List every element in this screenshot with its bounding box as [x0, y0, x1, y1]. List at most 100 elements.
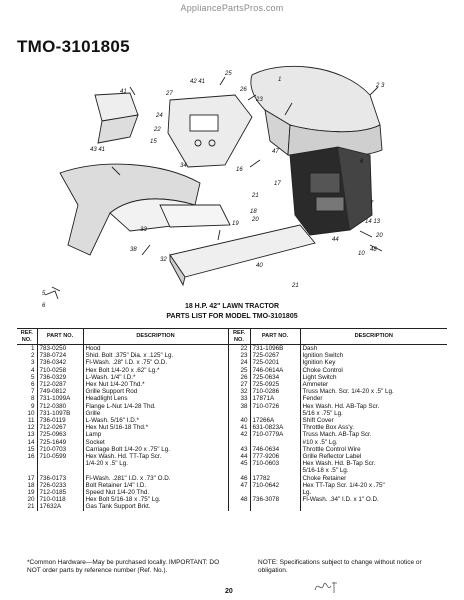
ref-no-cell: 47 [227, 481, 250, 490]
ref-no-cell: 14 [27, 438, 35, 446]
parts-list-title: PARTS LIST FOR MODEL TMO-3101805 [166, 313, 298, 320]
part-no-cell: 710-0599 [36, 453, 83, 461]
part-no-cell: 710-0726 [249, 402, 300, 410]
part-no-cell: 631-0823A [249, 424, 300, 432]
callout-48: 48 [370, 247, 377, 253]
callout-16: 16 [236, 167, 243, 173]
callout-6-b: 6 [42, 303, 46, 309]
callout-21-b: 21 [291, 283, 299, 289]
ref-no-cell: 23 [227, 352, 250, 360]
part-no-cell: 712-0185 [36, 489, 83, 497]
watermark: AppliancePartsPros.com [180, 3, 284, 13]
ref-no-cell: 6 [30, 381, 35, 389]
part-no-cell: 710-0258 [36, 366, 83, 374]
part-no-cell: 17632A [36, 503, 83, 511]
description-cell: Shift Cover [299, 417, 447, 425]
part-no-cell [249, 489, 300, 497]
part-no-cell [249, 438, 300, 446]
part-no-cell: 749-0812 [36, 388, 83, 396]
ref-no-cell: 22 [227, 344, 250, 353]
ref-no-cell: 9 [30, 402, 35, 410]
ref-no-cell: 43 [227, 445, 250, 454]
description-cell: Throttle Control Wire [299, 445, 447, 454]
common-hardware-note: *Common Hardware—May be purchased locall… [27, 559, 220, 574]
description-cell: Bolt Retainer 1/4" I.D. [82, 481, 228, 490]
part-no-cell: 725-1649 [36, 438, 83, 446]
callout-25: 25 [224, 71, 232, 77]
description-cell: Dash [299, 344, 447, 353]
part-no-cell [36, 467, 83, 475]
part-no-cell: 712-0380 [36, 402, 83, 410]
part-no-cell: 726-0233 [36, 481, 83, 490]
description-cell: Socket [82, 438, 228, 446]
callout-2-3: 2 3 [375, 83, 385, 89]
callout-22: 22 [153, 127, 161, 133]
ref-no-cell [227, 438, 250, 446]
callout-44: 44 [332, 237, 339, 243]
tractor-title: 18 H.P. 42" LAWN TRACTOR [184, 303, 280, 310]
ref-no-cell: 10 [27, 409, 35, 417]
callout-42-41: 42 41 [190, 79, 205, 85]
ref-no-cell: 38 [227, 402, 250, 410]
description-cell: Lg. [299, 489, 447, 497]
part-no-cell: 17782 [249, 474, 300, 482]
part-no-cell: 736-0329 [36, 373, 83, 382]
callout-1: 1 [278, 77, 281, 83]
callout-6: 6 [360, 159, 364, 165]
callout-33: 33 [140, 227, 147, 233]
callout-47: 47 [272, 149, 279, 155]
ref-no-cell: 44 [227, 453, 250, 461]
part-no-cell [249, 409, 300, 418]
part-no-cell [36, 460, 83, 468]
description-cell: Flange L-Nut 1/4-28 Thd. [82, 402, 228, 410]
part-no-cell: 746-0634 [249, 445, 300, 454]
part-no-cell: 725-0634 [249, 373, 300, 382]
ref-no-cell: 3 [30, 359, 35, 367]
callout-32: 32 [160, 257, 167, 263]
ref-no-cell [227, 489, 250, 497]
description-cell: Lamp [82, 431, 228, 439]
description-cell: Hex Wash. Hd. AB-Tap Scr. [299, 402, 447, 410]
part-no-cell: 725-0963 [36, 431, 83, 439]
description-cell: #10 x .5" Lg. [299, 438, 447, 446]
ref-no-cell: 21 [27, 503, 35, 511]
description-cell: Speed Nut 1/4-20 Thd. [82, 489, 228, 497]
description-cell: Ammeter [299, 381, 447, 389]
ref-no-cell [227, 467, 250, 475]
description-cell: Truss Mach. Scr. 1/4-20 x .5" Lg. [299, 388, 447, 396]
description-cell: Hex Wash. Hd. B-Tap Scr. [299, 460, 447, 468]
description-cell: Headlight Lens [82, 395, 228, 403]
description-cell: Grille Reflector Label [299, 453, 447, 461]
ref-no-cell: 24 [227, 359, 250, 367]
ref-no-cell: 13 [27, 431, 35, 439]
callout-19: 19 [232, 221, 239, 227]
part-no-cell: 731-1097B [36, 409, 83, 418]
callout-10: 10 [358, 251, 365, 257]
callout-43-41: 43 41 [90, 147, 105, 153]
ref-no-cell: 42 [227, 431, 250, 439]
ref-no-cell: 40 [227, 417, 250, 425]
part-no-cell: 736-0342 [36, 359, 83, 367]
part-no-cell: 710-0642 [249, 481, 300, 490]
ref-no-cell: 26 [227, 373, 250, 382]
specifications-note: NOTE: Specifications subject to change w… [258, 559, 422, 574]
part-no-cell: 725-0925 [249, 381, 300, 389]
header-ref-no: REF. NO. [17, 328, 37, 345]
callout-18: 18 [250, 209, 257, 215]
part-no-cell: 710-0779A [249, 431, 300, 439]
part-no-cell: 710-0703 [36, 445, 83, 454]
part-no-cell: 777-9206 [249, 453, 300, 461]
part-no-cell: 736-0119 [36, 417, 83, 425]
ref-no-cell: 16 [27, 453, 35, 461]
part-no-cell: 725-0201 [249, 359, 300, 367]
